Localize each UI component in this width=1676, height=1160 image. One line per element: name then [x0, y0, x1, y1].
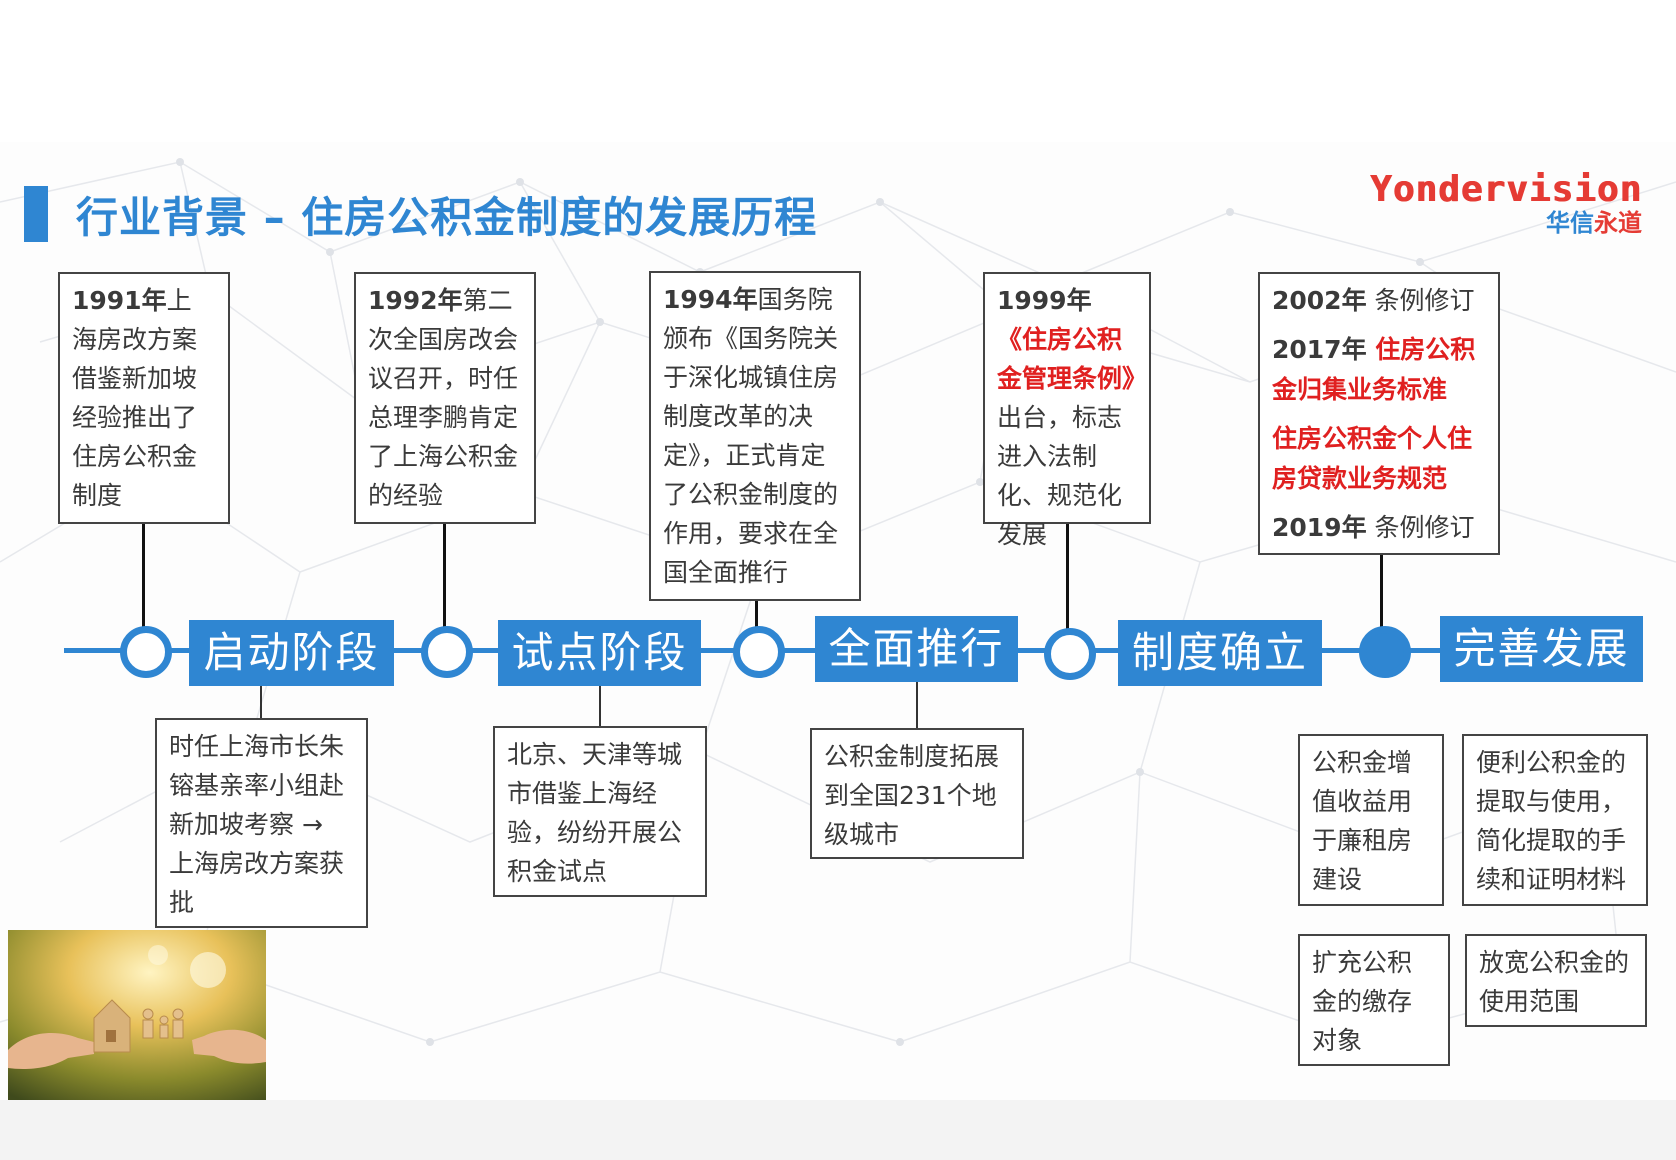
stage-rollout: 全面推行 [815, 616, 1018, 682]
stage-improvement: 完善发展 [1440, 616, 1643, 682]
family-house-photo [8, 930, 266, 1100]
connector-pilot [599, 686, 601, 726]
standard-2017: 2017年 住房公积金归集业务标准 [1272, 330, 1486, 410]
revision-2019-text: 条例修订 [1366, 513, 1475, 542]
note-withdrawal: 便利公积金的提取与使用，简化提取的手续和证明材料 [1462, 734, 1648, 906]
logo-chinese: 华信永道 [1370, 210, 1642, 236]
event-1991-text: 上海房改方案借鉴新加坡经验推出了住房公积金制度 [72, 286, 198, 510]
year-2002: 2002年 [1272, 286, 1367, 315]
stage-launch: 启动阶段 [189, 620, 394, 686]
event-box-1999: 1999年《住房公积金管理条例》出台，标志进入法制化、规范化发展 [983, 272, 1151, 549]
stage-pilot: 试点阶段 [498, 620, 701, 686]
connector-1999 [1066, 524, 1069, 634]
note-shanghai-approval: 时任上海市长朱镕基亲率小组赴新加坡考察 → 上海房改方案获批 [155, 718, 368, 928]
connector-1992 [443, 524, 446, 632]
family-house-illustration [8, 930, 266, 1100]
note-nationwide: 公积金制度拓展到全国231个地级城市 [810, 728, 1024, 859]
year-2019: 2019年 [1272, 513, 1367, 542]
year-1991: 1991年 [72, 286, 167, 315]
connector-nation [916, 682, 918, 728]
year-1994: 1994年 [663, 285, 758, 314]
event-1999-text: 出台，标志进入法制化、规范化发展 [997, 403, 1123, 549]
logo-cn-part-2: 永道 [1594, 209, 1642, 237]
standard-2017-text: 住房公积金归集业务标准 [1272, 335, 1476, 404]
title-accent-bar [24, 186, 48, 242]
logo-cn-part-1: 华信 [1546, 209, 1594, 237]
connector-1994 [755, 601, 758, 631]
connector-1991 [142, 524, 145, 632]
note-public-rental: 公积金增值收益用于廉租房建设 [1298, 734, 1444, 906]
bottom-band [0, 1100, 1676, 1160]
timeline-node-2 [421, 626, 473, 678]
company-logo: Yondervision 华信永道 [1369, 169, 1642, 237]
timeline-node-4 [1044, 628, 1096, 680]
event-1992-text: 第二次全国房改会议召开，时任总理李鹏肯定了上海公积金的经验 [368, 286, 519, 510]
year-1999: 1999年 [997, 286, 1092, 315]
note-usage-scope: 放宽公积金的使用范围 [1465, 934, 1647, 1027]
timeline-node-5 [1359, 626, 1411, 678]
note-contributors: 扩充公积金的缴存对象 [1298, 934, 1450, 1066]
revision-2002-text: 条例修订 [1366, 286, 1475, 315]
timeline-node-3 [733, 626, 785, 678]
loan-standard-text: 住房公积金个人住房贷款业务规范 [1272, 424, 1473, 493]
year-2017: 2017年 [1272, 335, 1367, 364]
event-box-1994: 1994年国务院颁布《国务院关于深化城镇住房制度改革的决定》，正式肯定了公积金制… [649, 271, 861, 601]
timeline-node-1 [120, 626, 172, 678]
event-box-2002-2019: 2002年 条例修订 2017年 住房公积金归集业务标准 住房公积金个人住房贷款… [1258, 272, 1500, 555]
year-1992: 1992年 [368, 286, 463, 315]
revision-2019: 2019年 条例修订 [1272, 508, 1486, 548]
page-title: 行业背景 – 住房公积金制度的发展历程 [76, 193, 818, 242]
connector-shanghai [260, 686, 262, 718]
revision-2002: 2002年 条例修订 [1272, 281, 1486, 321]
note-pilot-cities: 北京、天津等城市借鉴上海经验，纷纷开展公积金试点 [493, 726, 707, 897]
logo-english: Yondervision [1369, 169, 1642, 210]
regulation-title: 《住房公积金管理条例》 [997, 325, 1148, 393]
event-box-1992: 1992年第二次全国房改会议召开，时任总理李鹏肯定了上海公积金的经验 [354, 272, 536, 524]
connector-2002 [1380, 555, 1383, 632]
event-box-1991: 1991年上海房改方案借鉴新加坡经验推出了住房公积金制度 [58, 272, 230, 524]
stage-establishment: 制度确立 [1118, 620, 1322, 686]
event-1994-text: 国务院颁布《国务院关于深化城镇住房制度改革的决定》，正式肯定了公积金制度的作用，… [663, 285, 839, 587]
